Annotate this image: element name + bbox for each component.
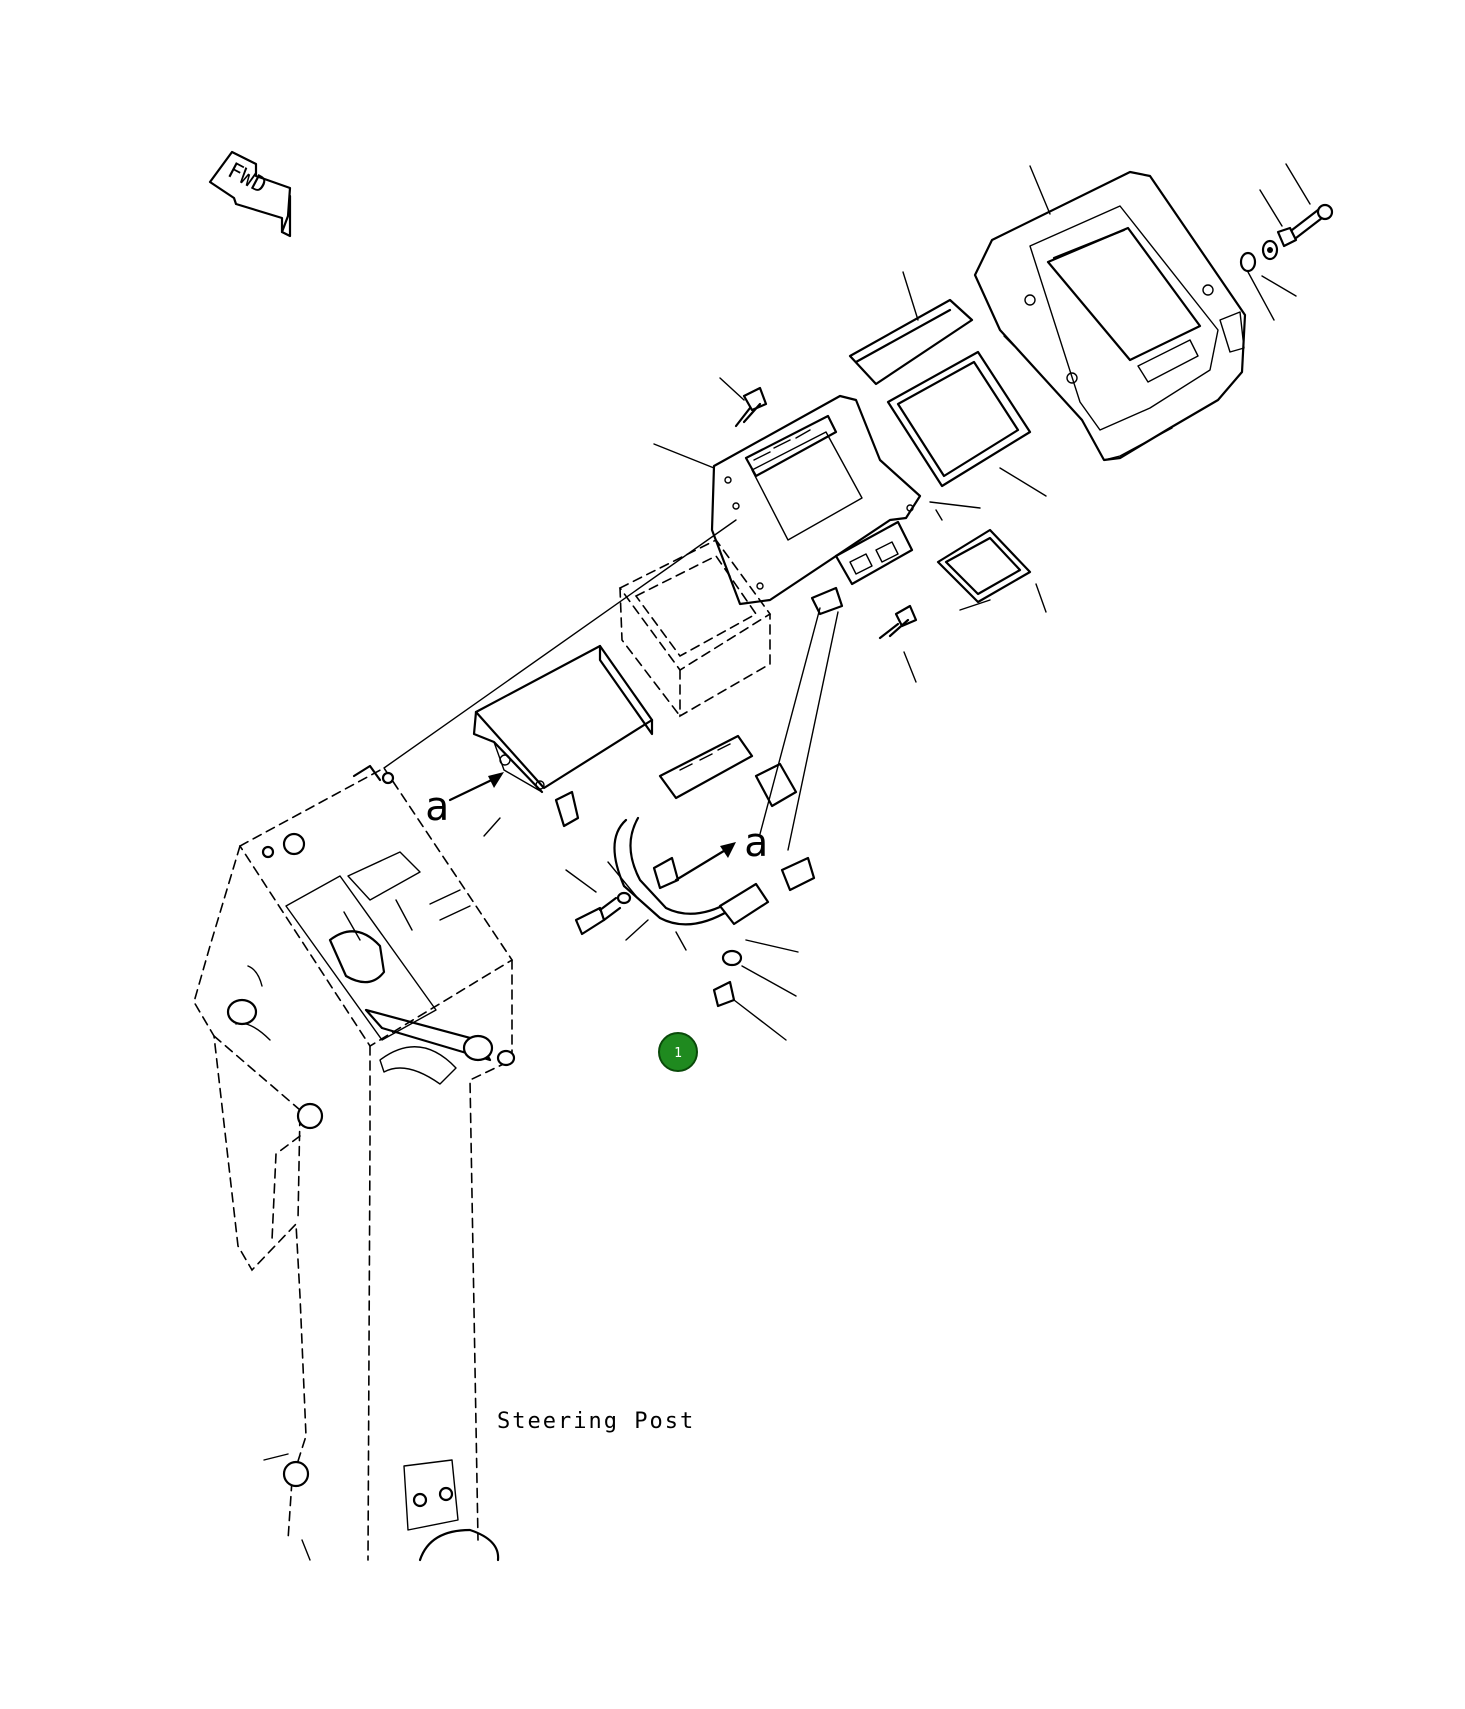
- steering-column: [193, 764, 516, 1562]
- view-markers: a a: [425, 772, 768, 882]
- cover-fasteners: [1239, 203, 1334, 273]
- hotspot-marker[interactable]: [658, 1032, 698, 1072]
- harness-bolts: [574, 896, 743, 1008]
- monitor-bracket: [472, 644, 654, 828]
- wire-harness: [613, 734, 816, 926]
- view-marker-a-right: a: [744, 820, 768, 866]
- mounting-plate: [710, 394, 922, 616]
- hotspot-number[interactable]: 1: [674, 1046, 682, 1061]
- fwd-direction-arrow: FWD: [208, 150, 292, 238]
- panel-cover: [973, 170, 1247, 462]
- view-marker-a-left: a: [425, 784, 449, 830]
- gaskets: [848, 298, 1032, 604]
- plate-bolts: [734, 386, 918, 640]
- monitor-unit: [618, 538, 772, 718]
- steering-post-label: Steering Post: [497, 1409, 695, 1434]
- part-hotspot-1[interactable]: 1: [658, 1032, 698, 1072]
- fwd-label: FWD: [223, 158, 270, 199]
- leader-lines: [383, 163, 1311, 1041]
